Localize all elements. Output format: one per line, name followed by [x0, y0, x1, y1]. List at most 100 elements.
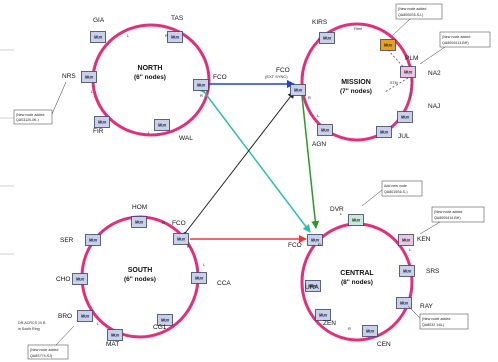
- label-srs: SRS: [426, 268, 440, 275]
- mux-label: Mux: [366, 329, 375, 334]
- mux-label: Mux: [403, 269, 412, 274]
- top-note-line1: (New node added: [398, 7, 426, 11]
- svg-text:L: L: [148, 130, 151, 135]
- mux-label: Mux: [85, 75, 94, 80]
- mux-node-fco-mission: Mux: [290, 84, 306, 96]
- svg-text:R: R: [165, 33, 168, 38]
- mux-label: Mux: [177, 237, 186, 242]
- ray-note-line2: QA8032 14iL): [422, 323, 444, 327]
- label-wal: WAL: [179, 135, 193, 142]
- mux-label: Mux: [309, 284, 318, 289]
- label-ken: KEN: [417, 236, 431, 243]
- dvr-note-line2: QA8015S6-S-): [384, 190, 408, 194]
- inter-ring-links: [179, 80, 320, 243]
- node-labels: GIA TAS NRS FIR WAL FCO KIRS PLM NA2 NAJ…: [56, 15, 441, 348]
- mux-box: [399, 265, 415, 277]
- mux-box: [362, 325, 378, 337]
- rings: [80, 22, 414, 342]
- mux-label: Mux: [76, 277, 85, 282]
- mux-node-cca: Mux: [191, 272, 207, 284]
- svg-text:L: L: [127, 33, 130, 38]
- mux-label: Mux: [94, 35, 103, 40]
- label-kirs: KIRS: [312, 19, 328, 26]
- mux-node-cen: Mux: [362, 325, 378, 337]
- central-count: (8" nodes): [341, 279, 373, 286]
- mux-node-gia: Mux: [90, 31, 106, 43]
- mux-label: Mux: [400, 301, 409, 306]
- mux-box: [81, 71, 97, 83]
- nrs-note-line2: QA03120-MI-): [16, 118, 39, 122]
- mux-node-mat: Mux: [107, 329, 123, 341]
- label-ray: RAY: [420, 303, 434, 310]
- mux-box: [157, 314, 173, 326]
- ken-note-line1: (New node added: [434, 210, 462, 214]
- label-fco-mission-sub: (EXT SYNC): [265, 74, 288, 79]
- mission-title: MISSION: [341, 79, 371, 86]
- mux-label: Mux: [195, 276, 204, 281]
- mux-node-na2: Mux: [400, 66, 416, 78]
- mux-label: Mux: [311, 238, 320, 243]
- mux-label: Mux: [89, 238, 98, 243]
- mux-label: Mux: [404, 70, 413, 75]
- mux-label: Mux: [380, 130, 389, 135]
- mux-box: [319, 32, 335, 44]
- mux-box: [154, 119, 170, 131]
- link-black: [179, 91, 295, 239]
- svg-text:R: R: [318, 242, 321, 247]
- mux-label: Mux: [81, 314, 90, 319]
- mux-node-tas: Mux: [167, 31, 183, 43]
- mux-label: Mux: [323, 36, 332, 41]
- mux-node-fco-south: Mux: [173, 233, 189, 245]
- svg-text:L: L: [91, 89, 94, 94]
- mux-label: Mux: [319, 313, 328, 318]
- svg-text:R: R: [187, 244, 190, 249]
- mux-node-agn: Mux: [317, 124, 333, 136]
- label-naj: NAJ: [428, 103, 440, 110]
- south-count: (6" nodes): [124, 276, 156, 283]
- label-fco-north: FCO: [213, 74, 227, 81]
- ring-titles: NORTH (6" nodes) MISSION (7" nodes) SOUT…: [124, 65, 374, 286]
- mux-box: [317, 124, 333, 136]
- label-agn: AGN: [312, 141, 326, 148]
- top-note-line2: QA8000S5-SJ-): [398, 13, 423, 17]
- port-labels: L R L R L L R L R R L L L R L R: [91, 33, 412, 331]
- south-bottom-line1: (New node added: [30, 348, 58, 352]
- mission-na2-tag: STM: [390, 81, 398, 85]
- mux-label: Mux: [171, 35, 180, 40]
- mux-label: Mux: [135, 220, 144, 225]
- south-left-line1: DR-ACRCS 10 B: [18, 321, 46, 325]
- mux-node-ray: Mux: [396, 297, 412, 309]
- label-nrs: NRS: [62, 73, 76, 80]
- label-tas: TAS: [171, 15, 184, 22]
- mux-label: Mux: [402, 238, 411, 243]
- mux-box: [131, 216, 147, 228]
- mux-label: Mux: [321, 128, 330, 133]
- mux-box: [77, 310, 93, 322]
- mux-box: [307, 234, 323, 246]
- svg-text:R: R: [162, 220, 165, 225]
- mux-box: [191, 272, 207, 284]
- label-hom: HOM: [132, 204, 147, 211]
- mux-box: [380, 39, 396, 51]
- svg-text:L: L: [318, 36, 321, 41]
- link-cyan: [197, 85, 311, 233]
- label-dvr: DVR: [330, 206, 344, 213]
- label-cg1: CG1: [153, 324, 167, 331]
- label-cca: CCA: [217, 280, 231, 287]
- label-mat: MAT: [106, 341, 119, 348]
- mux-node-fco-north: Mux: [193, 79, 209, 91]
- annotations: (New node added QA03120-MI-) (New node a…: [13, 3, 491, 360]
- label-bro: BRO: [58, 313, 72, 320]
- label-fir: FIR: [93, 128, 104, 135]
- mux-label: Mux: [111, 333, 120, 338]
- mux-label: Mux: [294, 88, 303, 93]
- mux-label: Mux: [98, 120, 107, 125]
- label-ura: URA: [305, 284, 319, 291]
- mux-box: [397, 111, 413, 123]
- mux-node-fir: Mux: [94, 116, 110, 128]
- mux-box: [85, 234, 101, 246]
- label-na2: NA2: [428, 70, 441, 77]
- mux-box: [400, 66, 416, 78]
